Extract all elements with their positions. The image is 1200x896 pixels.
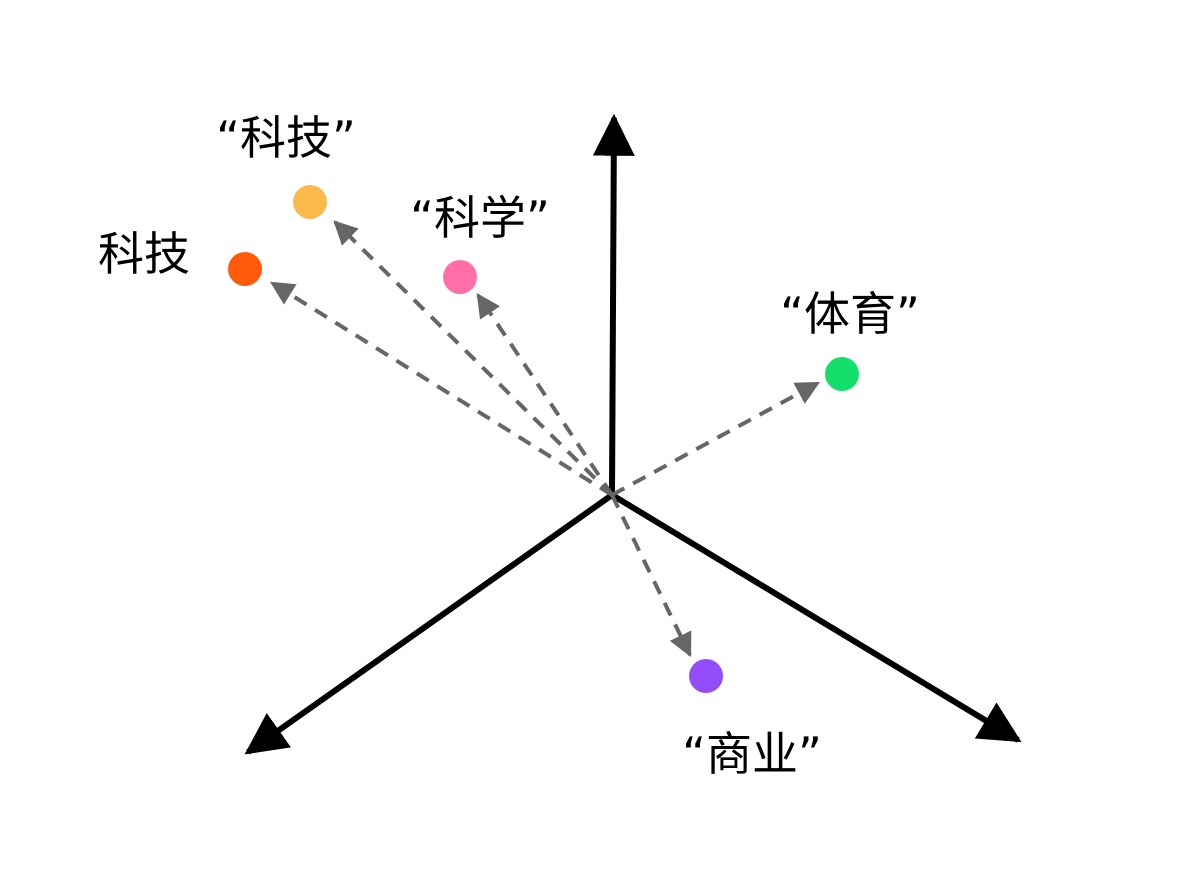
label-tech-quoted: “科技” [216, 111, 356, 165]
axis-left [244, 492, 614, 755]
point-tech-quoted [293, 185, 327, 219]
label-tech: 科技 [98, 227, 190, 281]
vector-business [610, 494, 692, 658]
point-business [689, 659, 723, 693]
vector-tech-quoted [333, 220, 614, 497]
vectors [269, 220, 821, 658]
axes [244, 113, 1022, 755]
axis-vertical [592, 113, 635, 496]
label-business: “商业” [682, 727, 822, 781]
label-sports: “体育” [780, 287, 920, 341]
point-science [443, 260, 477, 294]
vector-science [476, 293, 614, 497]
label-science: “科学” [410, 191, 550, 245]
labels: “科技” 科技 “科学” “体育” “商业” [98, 111, 920, 781]
vector-sports [611, 381, 821, 497]
axis-right [610, 492, 1022, 743]
points [228, 185, 859, 693]
point-sports [825, 357, 859, 391]
point-tech [228, 252, 262, 286]
vector-tech [269, 281, 614, 497]
